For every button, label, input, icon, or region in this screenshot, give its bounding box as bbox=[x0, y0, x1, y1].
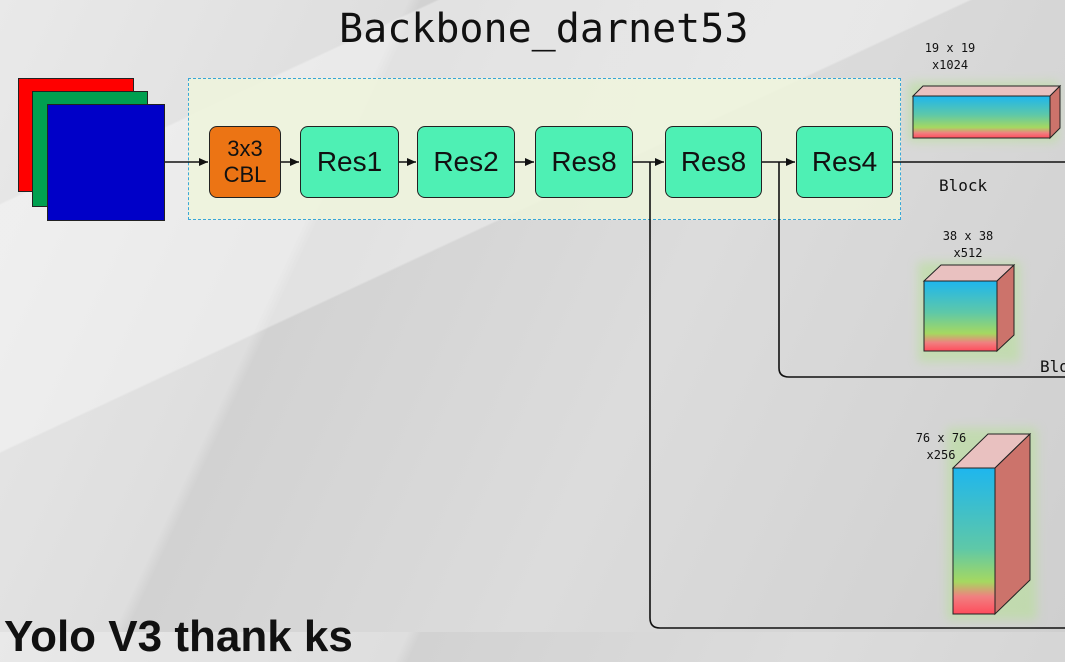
output-19-block-label: Block bbox=[939, 176, 988, 195]
res-block-2: Res2 bbox=[417, 126, 515, 198]
cbl-label-kernel: 3x3 bbox=[227, 136, 263, 161]
output-19-dims: 19 x 19 x1024 bbox=[920, 40, 980, 74]
branch-line-38 bbox=[778, 162, 1065, 378]
output-38-channels: x512 bbox=[953, 246, 983, 260]
res-block-1: Res1 bbox=[300, 126, 399, 198]
res-block-4: Res8 bbox=[665, 126, 762, 198]
connectors-svg bbox=[165, 82, 1065, 629]
cbl-label-name: CBL bbox=[223, 162, 267, 187]
feature-map-38x38 bbox=[918, 262, 1020, 362]
output-19-spatial: 19 x 19 bbox=[924, 41, 976, 55]
output-38-spatial: 38 x 38 bbox=[942, 229, 994, 243]
feature-map-76x76 bbox=[947, 428, 1037, 620]
branch-line-76 bbox=[649, 162, 1065, 629]
output-38-block-label: Blo bbox=[1040, 357, 1065, 376]
output-76-dims: 76 x 76 x256 bbox=[910, 430, 972, 464]
bottom-caption: Yolo V3 thank ks bbox=[4, 612, 353, 661]
output-76-channels: x256 bbox=[926, 448, 956, 462]
input-blue-channel bbox=[47, 104, 165, 221]
res-block-5: Res4 bbox=[796, 126, 893, 198]
output-76-spatial: 76 x 76 bbox=[915, 431, 967, 445]
res-block-3: Res8 bbox=[535, 126, 633, 198]
output-38-dims: 38 x 38 x512 bbox=[938, 228, 998, 262]
diagram-title: Backbone_darnet53 bbox=[339, 6, 749, 52]
feature-map-19x19 bbox=[908, 82, 1062, 142]
output-19-channels: x1024 bbox=[931, 58, 969, 72]
cbl-block: 3x3 CBL bbox=[209, 126, 281, 198]
